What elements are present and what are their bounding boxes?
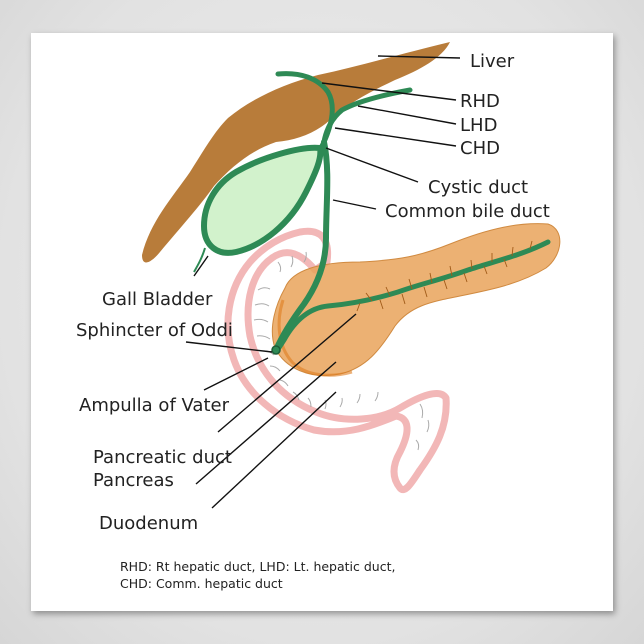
label-cystic-duct: Cystic duct	[428, 177, 528, 198]
label-gall-bladder: Gall Bladder	[102, 289, 213, 310]
label-duodenum: Duodenum	[99, 513, 198, 534]
gall-bladder-pointer-tail	[193, 247, 206, 273]
legend-line-2: CHD: Comm. hepatic duct	[120, 576, 283, 591]
sphincter-pointer	[185, 341, 273, 353]
pancreatic-branches	[356, 240, 533, 312]
label-pancreas: Pancreas	[93, 470, 174, 491]
cystic-duct-pointer	[325, 147, 419, 183]
common-bile-duct-pointer	[332, 199, 377, 210]
ampulla-marker	[271, 345, 281, 355]
label-lhd: LHD	[460, 115, 497, 136]
label-rhd: RHD	[460, 91, 500, 112]
rhd-pointer	[321, 82, 457, 101]
duodenum	[224, 227, 450, 493]
duodenum-pointer	[211, 391, 337, 509]
pancreatic-duct-pointer	[217, 313, 357, 433]
bile-ducts	[273, 71, 551, 353]
legend-line-1: RHD: Rt hepatic duct, LHD: Lt. hepatic d…	[120, 559, 395, 574]
pancreas-pointer	[195, 361, 337, 485]
common-bile-duct	[273, 139, 331, 353]
pointer-lines	[185, 55, 461, 509]
gall-bladder-pointer	[193, 255, 209, 277]
label-common-bile-duct: Common bile duct	[385, 201, 550, 222]
label-liver: Liver	[470, 51, 515, 72]
label-chd: CHD	[460, 138, 500, 159]
pancreatic-duct	[273, 239, 551, 353]
pancreas-head-edge	[277, 299, 353, 377]
label-pancreatic-duct: Pancreatic duct	[93, 447, 232, 468]
lhd-pointer	[357, 105, 457, 125]
ampulla-pointer	[203, 357, 269, 391]
duodenal-folds	[253, 251, 430, 451]
label-sphincter-of-oddi: Sphincter of Oddi	[76, 320, 233, 341]
gall-bladder	[201, 144, 324, 256]
liver	[142, 42, 450, 263]
label-ampulla-of-vater: Ampulla of Vater	[79, 395, 230, 416]
left-hepatic-duct	[321, 87, 413, 145]
liver-pointer	[377, 55, 461, 59]
chd-pointer	[334, 127, 457, 147]
